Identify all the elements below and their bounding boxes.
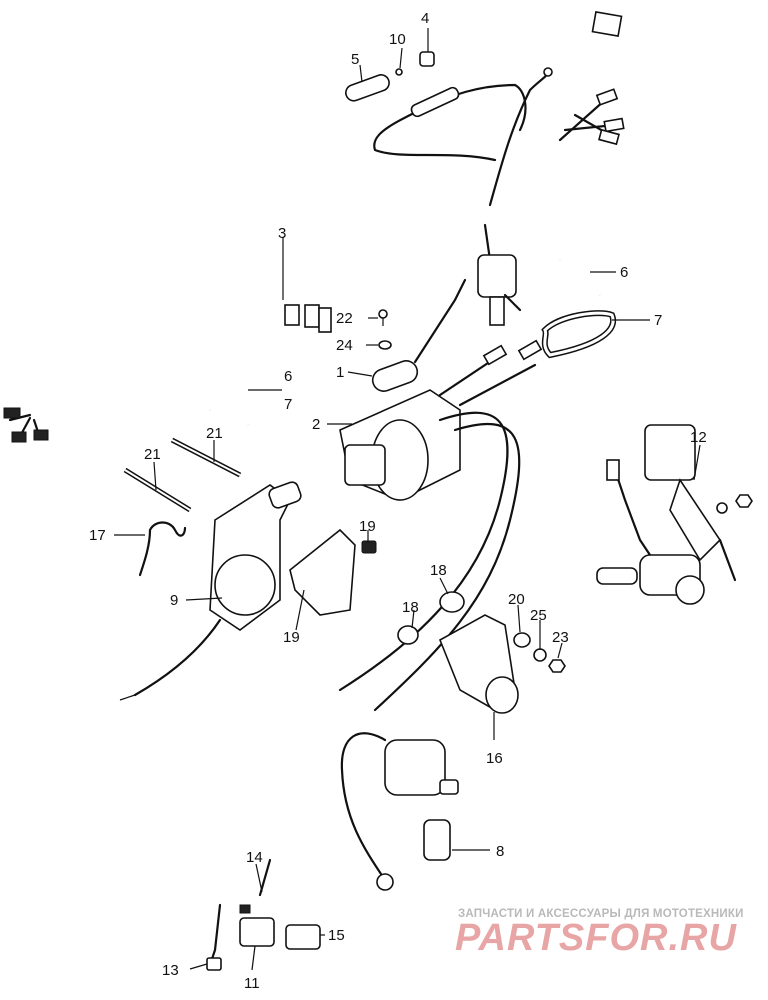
label-1: 1 <box>336 364 344 381</box>
label-17: 17 <box>89 527 106 544</box>
label-16: 16 <box>486 750 503 767</box>
bracket-part-19 <box>289 528 377 616</box>
part-number-labels: 3 5 10 4 6 7 6 7 22 24 1 2 21 21 17 9 19… <box>89 10 707 992</box>
label-4: 4 <box>421 10 429 27</box>
label-15: 15 <box>328 927 345 944</box>
label-12: 12 <box>690 429 707 446</box>
label-24: 24 <box>336 337 353 354</box>
ignition-coil-part-2 <box>338 339 543 712</box>
label-20: 20 <box>508 591 525 608</box>
band-part-7 <box>541 310 617 359</box>
fuse-part-10 <box>395 68 403 76</box>
label-14: 14 <box>246 849 263 866</box>
clamp-part-6 <box>203 259 601 426</box>
base-plate-part-9 <box>119 481 302 701</box>
label-22: 22 <box>336 310 353 327</box>
label-2: 2 <box>312 416 320 433</box>
label-11: 11 <box>244 975 260 992</box>
fuse-cap-part-5 <box>345 74 390 102</box>
small-parts-11-15 <box>206 858 321 971</box>
spring-clip-part-17 <box>138 521 187 577</box>
label-3: 3 <box>278 225 286 242</box>
label-21: 21 <box>206 425 223 442</box>
watermark: ЗАПЧАСТИ И АКСЕССУАРЫ ДЛЯ МОТОТЕХНИКИ PA… <box>455 908 744 959</box>
label-7: 7 <box>654 312 662 329</box>
label-6: 6 <box>620 264 628 281</box>
label-8: 8 <box>496 843 504 860</box>
watermark-tagline: ЗАПЧАСТИ И АКСЕССУАРЫ ДЛЯ МОТОТЕХНИКИ <box>458 908 744 920</box>
ignition-switch-part-8 <box>340 732 459 891</box>
label-25: 25 <box>530 607 547 624</box>
label-13: 13 <box>162 962 179 979</box>
label-18-lower: 18 <box>402 599 419 616</box>
label-5: 5 <box>351 51 359 68</box>
label-18: 18 <box>430 562 447 579</box>
fuse-parts <box>345 51 435 102</box>
label-19-lower: 19 <box>283 629 300 646</box>
leader-lines <box>114 28 701 971</box>
washers-nuts <box>513 632 566 673</box>
label-21-left: 21 <box>144 446 161 463</box>
cap-part-18 <box>397 591 465 645</box>
label-9: 9 <box>170 592 178 609</box>
label-6-lower: 6 <box>284 368 292 385</box>
label-10: 10 <box>389 31 406 48</box>
bracket-part-16 <box>438 614 519 714</box>
label-7-lower: 7 <box>284 396 292 413</box>
label-23: 23 <box>552 629 569 646</box>
bolts-part-21 <box>123 437 242 513</box>
wire-harness <box>3 10 625 443</box>
connector-part-1 <box>371 278 467 392</box>
fuse-cap-part-4 <box>419 51 435 67</box>
label-19: 19 <box>359 518 376 535</box>
watermark-logo: PARTSFOR.RU <box>455 917 737 959</box>
regulator-part-12 <box>596 424 753 605</box>
